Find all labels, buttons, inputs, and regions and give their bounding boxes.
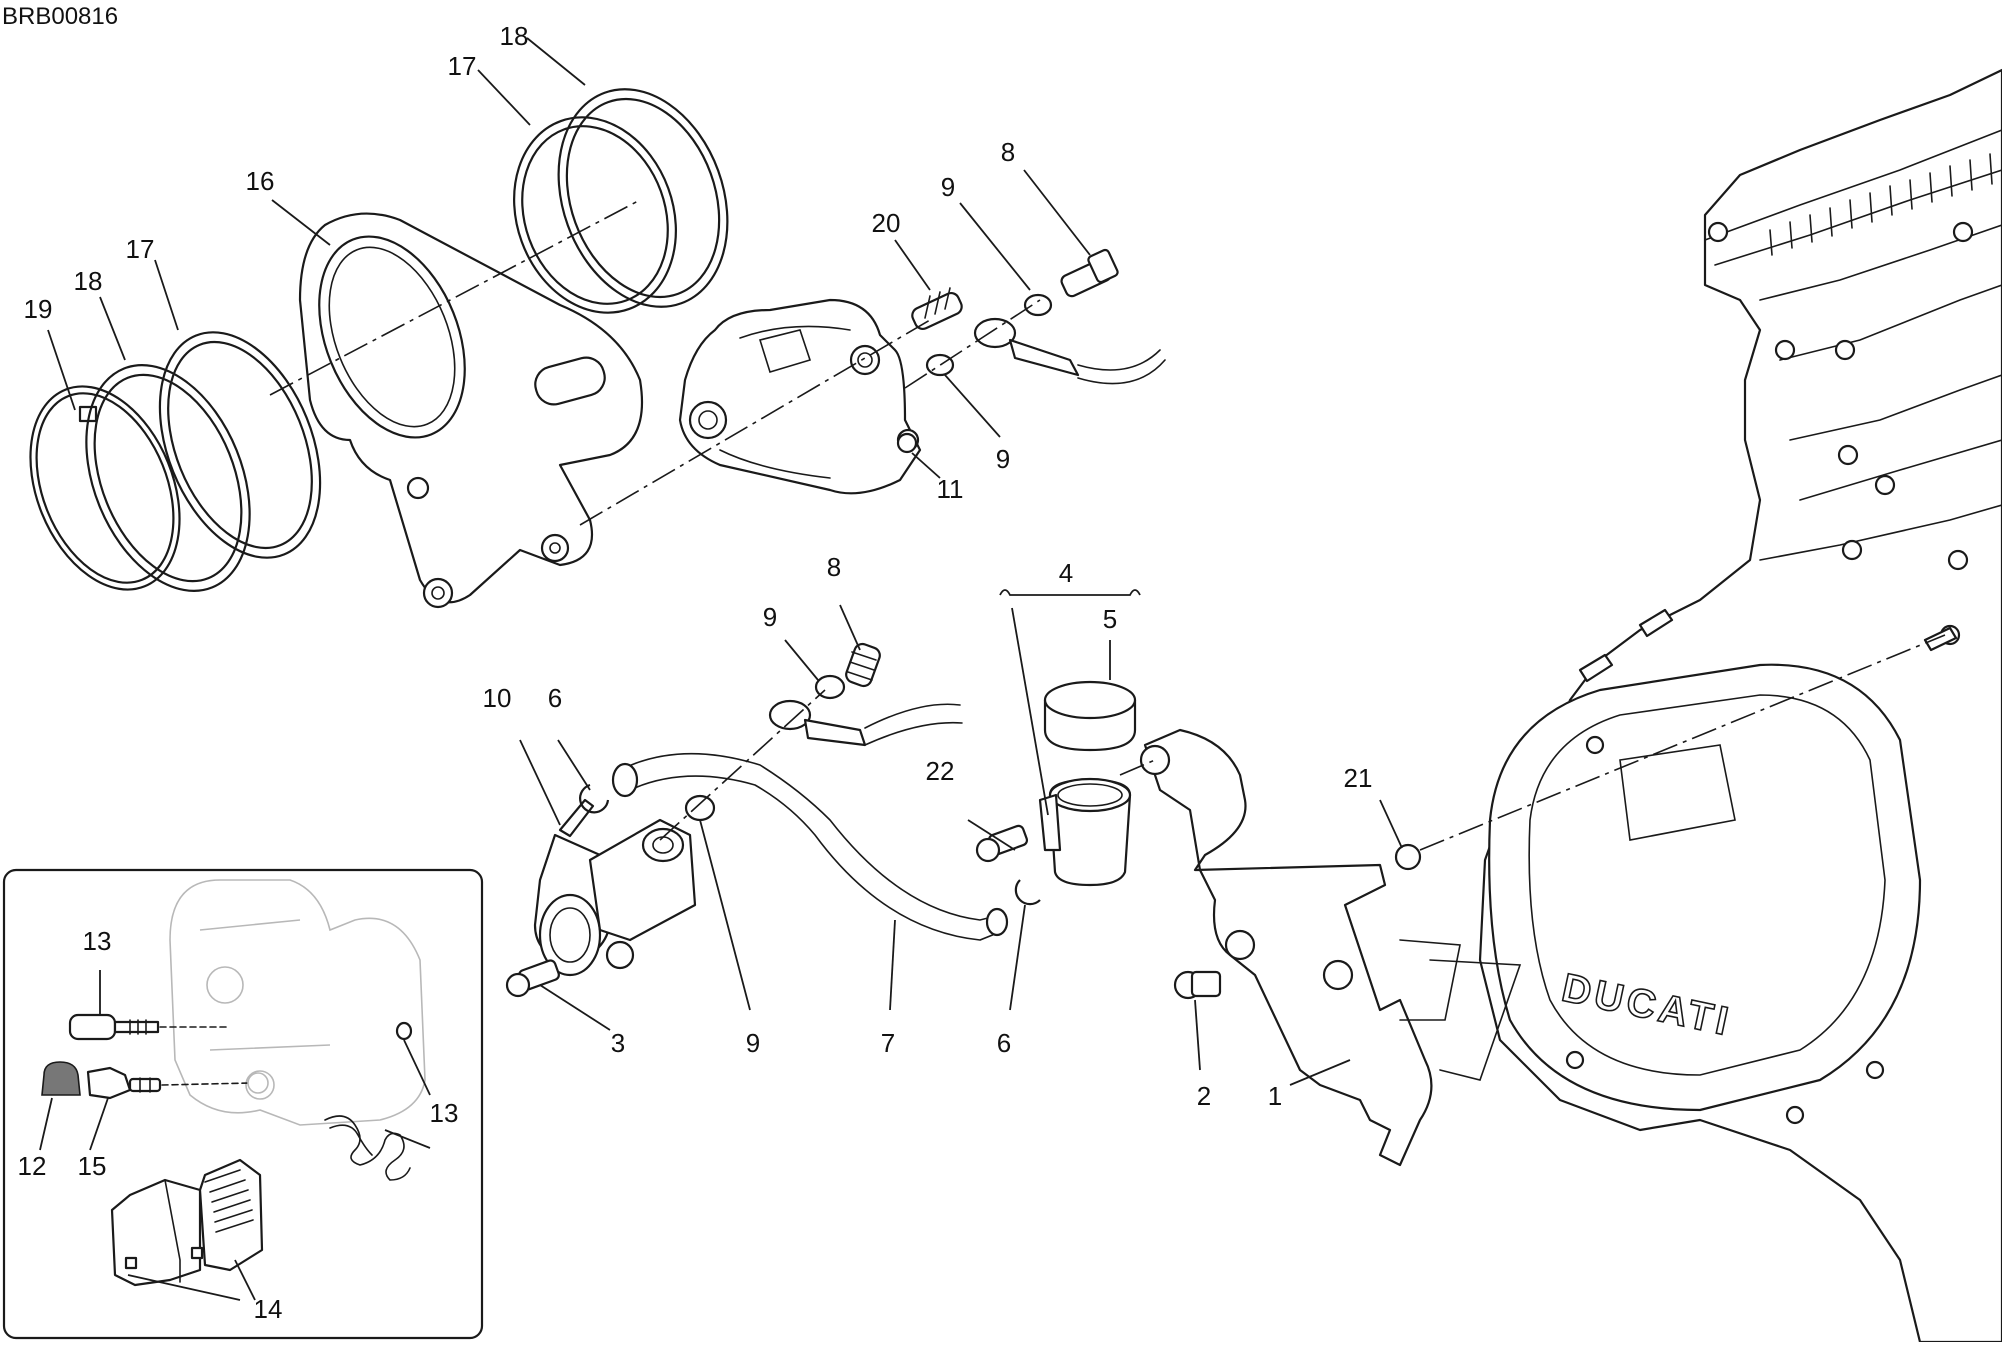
callout-7: 7 [881,1028,895,1058]
bolt-22 [975,824,1029,863]
callout-21: 21 [1344,763,1373,793]
callout-5: 5 [1103,604,1117,634]
caliper-bracket-16 [298,212,644,609]
centerline-d [659,689,826,841]
callout-9-lower: 9 [746,1028,760,1058]
callout-12: 12 [18,1151,47,1181]
brake-pads-14 [110,1158,264,1287]
callout-22: 22 [926,756,955,786]
bleed-screw-20 [911,287,963,331]
fitting-11 [896,432,918,454]
callout-10: 10 [483,683,512,713]
reservoir-cap-5 [1043,680,1137,752]
callout-6-left: 6 [548,683,562,713]
callout-13-pin: 13 [83,926,112,956]
bolt-3 [505,959,560,998]
bleed-valve-15 [86,1066,162,1100]
pad-pin-13 [68,1013,160,1041]
brake-hose-upper [973,317,1166,385]
pad-spring-13 [324,1115,411,1181]
hose-clamp-6a [578,783,610,814]
callout-19: 19 [24,294,53,324]
bleed-cap-12 [41,1061,81,1096]
snap-ring-19 [29,385,181,591]
fluid-reservoir-4 [1038,777,1132,887]
centerline-a [269,199,641,396]
callout-2: 2 [1197,1081,1211,1111]
callout-17-lower: 17 [126,234,155,264]
callout-20: 20 [872,208,901,238]
centerline-c [904,299,1041,389]
centerline-b [579,319,931,526]
hose-clamp-6b [1014,879,1041,906]
callout-labels: 18 17 16 17 18 19 20 9 8 9 11 8 9 4 5 10… [18,21,1373,1324]
master-cylinder-bracket-1 [1139,728,1522,1167]
copper-washer-9a [1023,293,1053,317]
leader-lines [39,37,1403,1301]
callout-13-clip: 13 [430,1098,459,1128]
callout-3: 3 [611,1028,625,1058]
callout-9-right: 9 [996,444,1010,474]
banjo-bolt-8-lower [845,642,881,688]
callout-8-lower: 8 [827,552,841,582]
callout-9-upper: 9 [941,172,955,202]
callout-18-lower: 18 [74,266,103,296]
brake-hose-lower [768,699,963,747]
reservoir-hose-7 [611,752,1009,941]
washer-21 [1394,843,1422,871]
copper-washer-9d [684,794,716,822]
callout-1: 1 [1268,1081,1282,1111]
seal-ring-18-upper [557,88,729,308]
callout-16: 16 [246,166,275,196]
callout-11: 11 [937,474,964,504]
callout-9-mid: 9 [763,602,777,632]
seal-ring-18-lower [85,364,251,592]
inset-caliper-kit [2,868,484,1340]
drawing-reference: BRB00816 [2,3,118,30]
seal-ring-17-lower [158,331,322,559]
callout-17-upper: 17 [448,51,477,81]
retaining-clip-13 [395,1021,413,1041]
copper-washer-9c [814,674,846,700]
callout-14: 14 [254,1294,283,1324]
bolt-2 [1173,970,1222,1000]
callout-4: 4 [1059,558,1073,588]
callout-6-right: 6 [997,1028,1011,1058]
callout-18-upper: 18 [500,21,529,51]
master-cylinder-10 [533,798,697,977]
engine-assembly: DUCATI [1478,68,2002,1344]
centerline-f [1419,634,1946,851]
banjo-bolt-8-upper [1060,248,1119,298]
copper-washer-9b [925,353,955,377]
seal-ring-17-upper [513,116,677,314]
callout-15: 15 [78,1151,107,1181]
centerline-e [1119,759,1156,776]
callout-8-upper: 8 [1001,137,1015,167]
